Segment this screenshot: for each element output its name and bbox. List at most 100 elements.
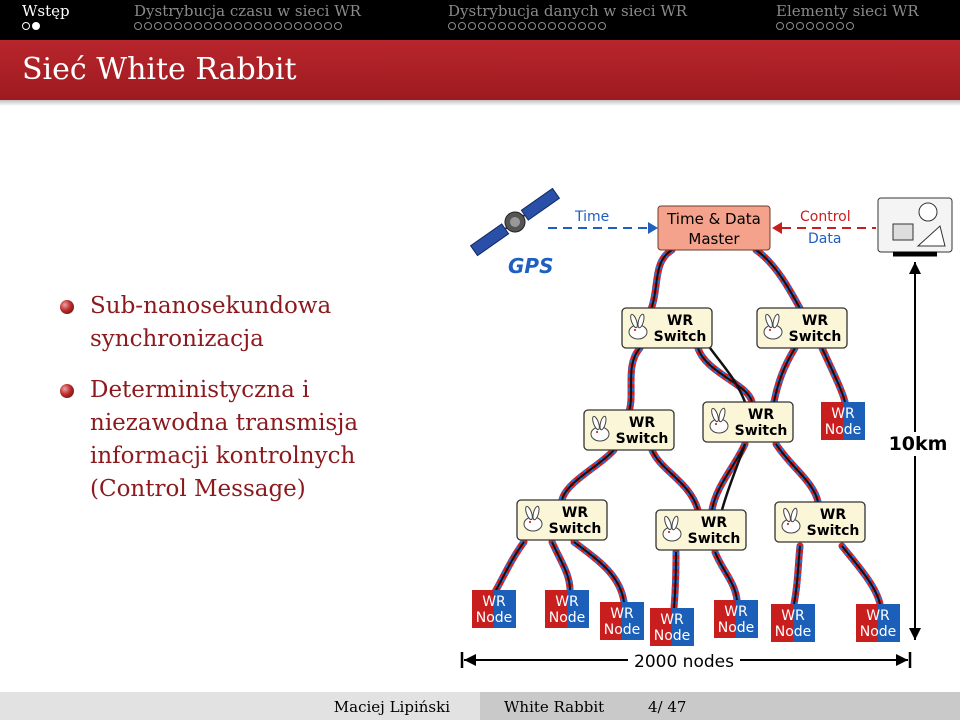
- nav-dots-dystrybucja-danych[interactable]: [448, 22, 606, 34]
- nav-dot[interactable]: [528, 22, 536, 30]
- node-blue-half: [843, 402, 865, 440]
- nav-dot[interactable]: [284, 22, 292, 30]
- nav-dot-current[interactable]: [32, 22, 40, 30]
- link-core: [841, 545, 881, 605]
- nav-dot[interactable]: [164, 22, 172, 30]
- node-blue-half: [672, 608, 694, 646]
- nav-dot[interactable]: [314, 22, 322, 30]
- nav-dot[interactable]: [254, 22, 262, 30]
- node-red-half: [856, 604, 878, 642]
- footer-author: Maciej Lipiński: [333, 698, 450, 716]
- distance-arrow-up-icon: [909, 262, 921, 274]
- nav-dot[interactable]: [224, 22, 232, 30]
- nav-dot[interactable]: [334, 22, 342, 30]
- nav-dot[interactable]: [588, 22, 596, 30]
- nav-dots-dystrybucja-czasu[interactable]: [134, 22, 342, 34]
- bullet-item: Sub-nanosekundowa synchronizacja: [60, 290, 480, 356]
- nav-dots-wstep[interactable]: [22, 22, 40, 34]
- link-plain: [720, 443, 747, 511]
- footer-talk-panel: White Rabbit 4/ 47: [480, 692, 960, 720]
- nodes-arrow-left-icon: [464, 654, 476, 666]
- nav-dot[interactable]: [468, 22, 476, 30]
- nav-dot[interactable]: [244, 22, 252, 30]
- nav-dot[interactable]: [578, 22, 586, 30]
- nav-section-dystrybucja-czasu[interactable]: Dystrybucja czasu w sieci WR: [134, 2, 361, 20]
- nav-dot[interactable]: [836, 22, 844, 30]
- nav-section-dystrybucja-danych[interactable]: Dystrybucja danych w sieci WR: [448, 2, 688, 20]
- switch-label-line1: WR: [562, 505, 588, 521]
- node-label-line1: WR: [831, 406, 855, 422]
- nav-section-elementy[interactable]: Elementy sieci WR: [776, 2, 919, 20]
- nav-dot[interactable]: [134, 22, 142, 30]
- node-label-line1: WR: [555, 594, 579, 610]
- nav-dot[interactable]: [274, 22, 282, 30]
- node-label-line1: WR: [610, 606, 634, 622]
- footer: Maciej Lipiński White Rabbit 4/ 47: [0, 692, 960, 720]
- node-label-line2: Node: [825, 422, 862, 438]
- gps-label: GPS: [508, 254, 553, 278]
- nav-dot[interactable]: [508, 22, 516, 30]
- node-blue-half: [494, 590, 516, 628]
- link-core: [573, 541, 625, 603]
- operator-computer-icon: [877, 197, 953, 253]
- switch-label-line1: WR: [667, 313, 693, 329]
- footer-page-number: 4/ 47: [648, 698, 687, 716]
- nav-dot[interactable]: [264, 22, 272, 30]
- node-blue-half: [793, 604, 815, 642]
- switch-label-line2: Switch: [616, 431, 669, 447]
- node-label-line1: WR: [724, 604, 748, 620]
- nav-dot[interactable]: [194, 22, 202, 30]
- nav-dots-elementy[interactable]: [776, 22, 854, 34]
- nav-dot[interactable]: [234, 22, 242, 30]
- switch-label-line2: Switch: [789, 329, 842, 345]
- nav-dot[interactable]: [184, 22, 192, 30]
- nav-dot[interactable]: [204, 22, 212, 30]
- master-label-line2: Master: [688, 230, 740, 248]
- nav-dot[interactable]: [304, 22, 312, 30]
- nav-dot[interactable]: [498, 22, 506, 30]
- nav-dot[interactable]: [826, 22, 834, 30]
- nav-dot[interactable]: [816, 22, 824, 30]
- nav-dot[interactable]: [448, 22, 456, 30]
- switch-label-line2: Switch: [654, 329, 707, 345]
- time-data-master-box: [657, 205, 771, 251]
- bullet-line: Sub-nanosekundowa: [90, 293, 332, 319]
- nodes-arrow-right-icon: [896, 654, 908, 666]
- nav-dot[interactable]: [598, 22, 606, 30]
- nav-dot[interactable]: [796, 22, 804, 30]
- nav-section-wstep[interactable]: Wstęp: [22, 2, 70, 20]
- nav-dot[interactable]: [518, 22, 526, 30]
- link-core: [494, 541, 525, 593]
- nav-dot[interactable]: [214, 22, 222, 30]
- nav-dot[interactable]: [144, 22, 152, 30]
- nav-dot[interactable]: [806, 22, 814, 30]
- frame-title: Sieć White Rabbit: [22, 52, 297, 87]
- footer-author-panel: Maciej Lipiński: [0, 692, 480, 720]
- nav-dot[interactable]: [154, 22, 162, 30]
- nav-dot[interactable]: [174, 22, 182, 30]
- nav-dot[interactable]: [22, 22, 30, 30]
- nav-dot[interactable]: [776, 22, 784, 30]
- nav-dot[interactable]: [568, 22, 576, 30]
- nav-dot[interactable]: [558, 22, 566, 30]
- node-label-line2: Node: [654, 628, 691, 644]
- nav-dot[interactable]: [488, 22, 496, 30]
- nav-dot[interactable]: [324, 22, 332, 30]
- nav-dot[interactable]: [478, 22, 486, 30]
- nav-dot[interactable]: [538, 22, 546, 30]
- nav-dot[interactable]: [846, 22, 854, 30]
- nav-dot[interactable]: [786, 22, 794, 30]
- nav-dot[interactable]: [294, 22, 302, 30]
- link-core: [673, 551, 677, 609]
- nav-dot[interactable]: [548, 22, 556, 30]
- nav-dot[interactable]: [458, 22, 466, 30]
